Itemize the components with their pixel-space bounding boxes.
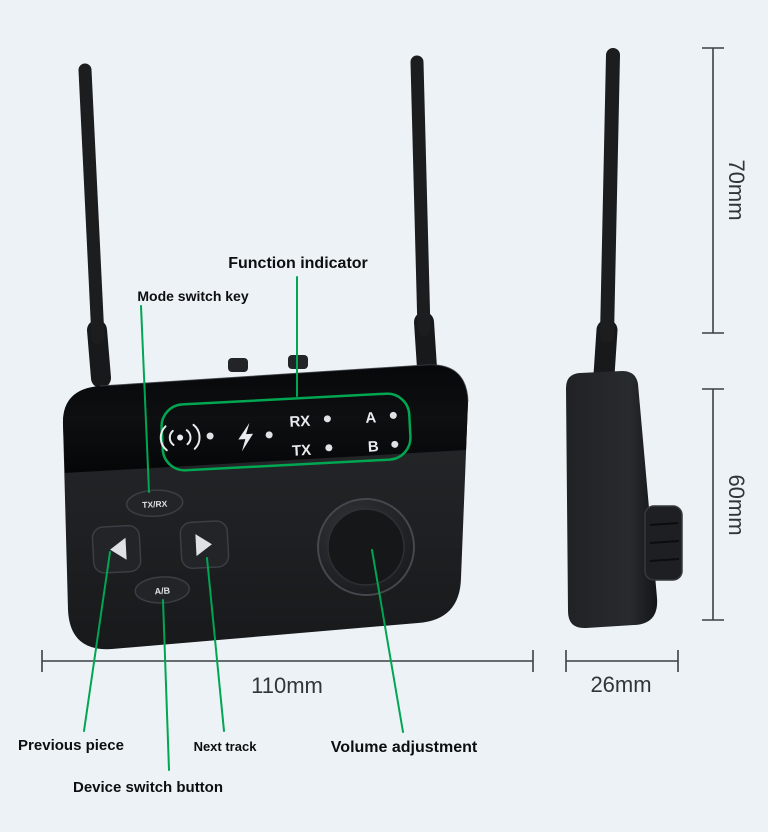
- dim-label-60mm: 60mm: [724, 474, 749, 536]
- signal-icon: [159, 423, 201, 452]
- front-display-band: [62, 364, 468, 473]
- label-device-switch-button: Device switch button: [72, 779, 224, 796]
- side-antenna: [593, 48, 620, 386]
- ab-button-label: A/B: [154, 586, 171, 597]
- next-arrow-icon: [195, 534, 212, 557]
- front-right-antenna: [410, 55, 437, 378]
- tx-led-dot: [325, 444, 333, 452]
- indicator-panel: RX TX A B: [159, 392, 412, 472]
- body-edge-highlight: [99, 364, 469, 403]
- label-function-indicator: Function indicator: [228, 255, 368, 272]
- b-led-dot: [391, 440, 399, 448]
- mode-switch-button: [125, 489, 184, 518]
- a-led-dot: [389, 411, 397, 419]
- top-port: [228, 358, 248, 372]
- callout-line-volume: [371, 549, 404, 733]
- dimension-lines: [41, 47, 724, 672]
- pairing-led-dot: [206, 432, 214, 440]
- charge-led-dot: [265, 431, 273, 439]
- previous-arrow-icon: [110, 537, 127, 560]
- signal-icon-center: [177, 434, 184, 441]
- side-body: [566, 371, 658, 629]
- callout-line-previous: [83, 551, 111, 732]
- volume-knob: [317, 498, 415, 596]
- rx-label: RX: [289, 413, 311, 431]
- callout-line-next: [206, 557, 225, 732]
- rx-led-dot: [323, 415, 331, 423]
- control-pad: TX/RX A/B: [91, 489, 230, 604]
- mode-switch-button-label: TX/RX: [142, 499, 168, 510]
- tx-label: TX: [292, 442, 312, 460]
- callout-line-device-switch: [162, 599, 170, 771]
- callout-line-mode-switch: [140, 305, 150, 493]
- label-mode-switch-key: Mode switch key: [137, 288, 249, 304]
- charge-icon: [238, 422, 254, 452]
- a-label: A: [365, 409, 377, 427]
- b-label: B: [367, 438, 379, 456]
- label-volume-adjustment: Volume adjustment: [330, 739, 478, 756]
- label-next-track: Next track: [193, 739, 257, 754]
- side-volume-wheel: [644, 505, 683, 581]
- front-left-antenna: [78, 63, 111, 388]
- dim-label-26mm: 26mm: [590, 672, 652, 697]
- callout-lines: [83, 276, 404, 771]
- dim-label-70mm: 70mm: [724, 159, 749, 221]
- label-previous-piece: Previous piece: [18, 737, 124, 754]
- dim-label-110mm: 110mm: [251, 673, 323, 698]
